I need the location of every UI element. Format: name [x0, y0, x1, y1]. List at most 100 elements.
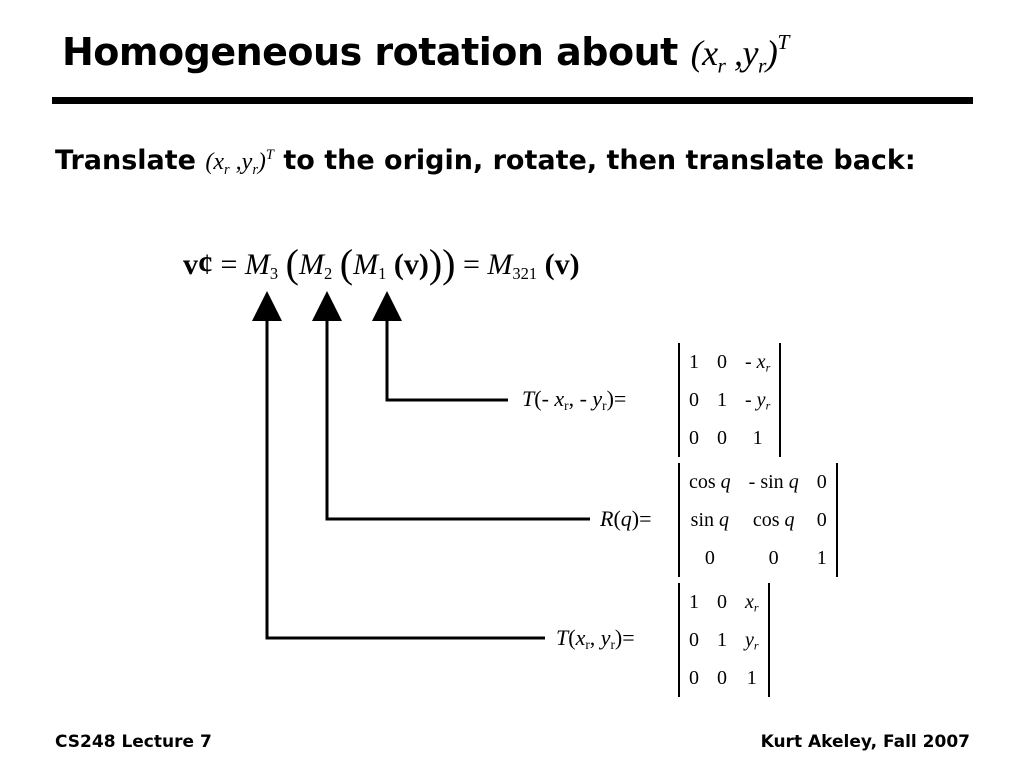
eq-lhs: v¢: [183, 248, 213, 281]
eq-paren-close: )): [428, 241, 456, 286]
eq-equals-2: =: [462, 248, 480, 281]
matrix-cell: - yr: [745, 388, 771, 413]
title-paren-open: (: [690, 33, 703, 73]
matrix-cell: 0: [689, 426, 699, 449]
matrix-cell: 0: [704, 546, 715, 569]
subtitle-x: x: [213, 149, 225, 175]
eq-m1: M: [353, 248, 379, 281]
eq-arg2-v: (v): [544, 248, 580, 281]
eq-m1-sub: 1: [378, 263, 387, 283]
subtitle-after: to the origin, rotate, then translate ba…: [283, 145, 916, 176]
subtitle-x-sub: r: [224, 162, 230, 179]
arrow-m3: [252, 291, 545, 640]
title-y-sub: r: [757, 53, 766, 78]
matrix-cell: yr: [745, 628, 759, 653]
eq-m3: M: [244, 248, 270, 281]
footer-course: CS248 Lecture 7: [55, 732, 212, 752]
subtitle-before: Translate: [55, 145, 196, 176]
matrix-cell: xr: [745, 590, 759, 615]
eq-m321: M: [487, 248, 513, 281]
matrix-cell: - xr: [745, 350, 771, 375]
matrix-cell: 1: [746, 666, 757, 689]
eq-m321-sub: 321: [512, 263, 538, 283]
title-x: x: [702, 33, 718, 73]
matrix-cell: 0: [717, 590, 727, 613]
subtitle: Translate (xr ,yr)T to the origin, rotat…: [55, 145, 916, 179]
eq-equals-1: =: [220, 248, 238, 281]
title-paren-close: ): [765, 33, 778, 73]
title-math: (xr ,yr)T: [690, 29, 790, 76]
eq-m2-sub: 2: [324, 263, 333, 283]
matrix-cell: cos q: [752, 508, 795, 531]
label-translate-pos: T(xr, yr)=: [556, 625, 635, 651]
arrow-m1: [372, 291, 508, 402]
matrix-row: 0 0 1: [679, 539, 837, 577]
title-comma: ,: [725, 33, 743, 73]
matrix-cell: 1: [717, 628, 727, 651]
label-eq: =: [622, 625, 635, 650]
matrix-cell: 0: [816, 508, 827, 531]
matrix-cell: - sin q: [748, 470, 799, 493]
label-fn: T: [522, 386, 535, 411]
label-close: ): [606, 386, 614, 411]
eq-paren-open-2: (: [339, 241, 354, 286]
matrix-cell: 1: [816, 546, 827, 569]
label-arg: q: [620, 506, 632, 531]
eq-m3-sub: 3: [269, 263, 279, 283]
label-close: ): [631, 506, 640, 531]
label-fn: R: [600, 506, 614, 531]
label-sep: ,: [589, 625, 601, 650]
subtitle-transpose: T: [265, 146, 274, 163]
matrix-cell: 0: [717, 666, 727, 689]
matrix-cell: 1: [717, 388, 727, 411]
label-open: (: [534, 386, 542, 411]
label-y-sub: r: [610, 636, 615, 652]
matrix-cell: 0: [689, 628, 699, 651]
main-equation: v¢ = M3 (M2 (M1 (v))) = M321 (v): [183, 240, 580, 287]
subtitle-paren-close: ): [257, 149, 266, 175]
matrix-cell: 1: [752, 426, 763, 449]
matrix-cell: 0: [717, 426, 727, 449]
label-eq: =: [639, 506, 652, 531]
matrix-cell: cos q: [689, 470, 731, 493]
subtitle-comma: ,: [229, 149, 242, 175]
title-transpose: T: [777, 29, 789, 54]
label-neg: -: [541, 386, 555, 411]
label-x: x: [575, 625, 586, 650]
label-x-sub: r: [564, 397, 569, 413]
subtitle-math: (xr ,yr)T: [205, 146, 274, 179]
subtitle-paren-open: (: [205, 149, 214, 175]
matrix-cell: 1: [689, 590, 699, 613]
label-open: (: [568, 625, 576, 650]
matrix-row: cos q - sin q 0: [679, 463, 837, 501]
label-close: ): [614, 625, 623, 650]
matrix-cell: 0: [689, 666, 699, 689]
slide-title: Homogeneous rotation about (xr ,yr)T: [62, 29, 790, 76]
title-text: Homogeneous rotation about: [62, 30, 678, 74]
label-y: y: [592, 386, 603, 411]
title-rule: [52, 97, 973, 104]
matrix-cell: 0: [816, 470, 827, 493]
matrix-cell: 0: [768, 546, 779, 569]
label-x-sub: r: [585, 636, 590, 652]
eq-arg-v: (v): [393, 248, 429, 281]
title-y: y: [742, 33, 758, 73]
label-eq: =: [613, 386, 627, 411]
matrix-cell: sin q: [690, 508, 729, 531]
label-y-sub: r: [602, 397, 607, 413]
eq-m2: M: [299, 248, 324, 281]
label-rotate: R(q)=: [600, 506, 652, 532]
label-fn: T: [556, 625, 569, 650]
label-y: y: [600, 625, 611, 650]
label-sep: , -: [568, 386, 593, 411]
matrix-rotate: cos q - sin q 0 sin q cos q 0 0 0 1: [678, 463, 838, 577]
